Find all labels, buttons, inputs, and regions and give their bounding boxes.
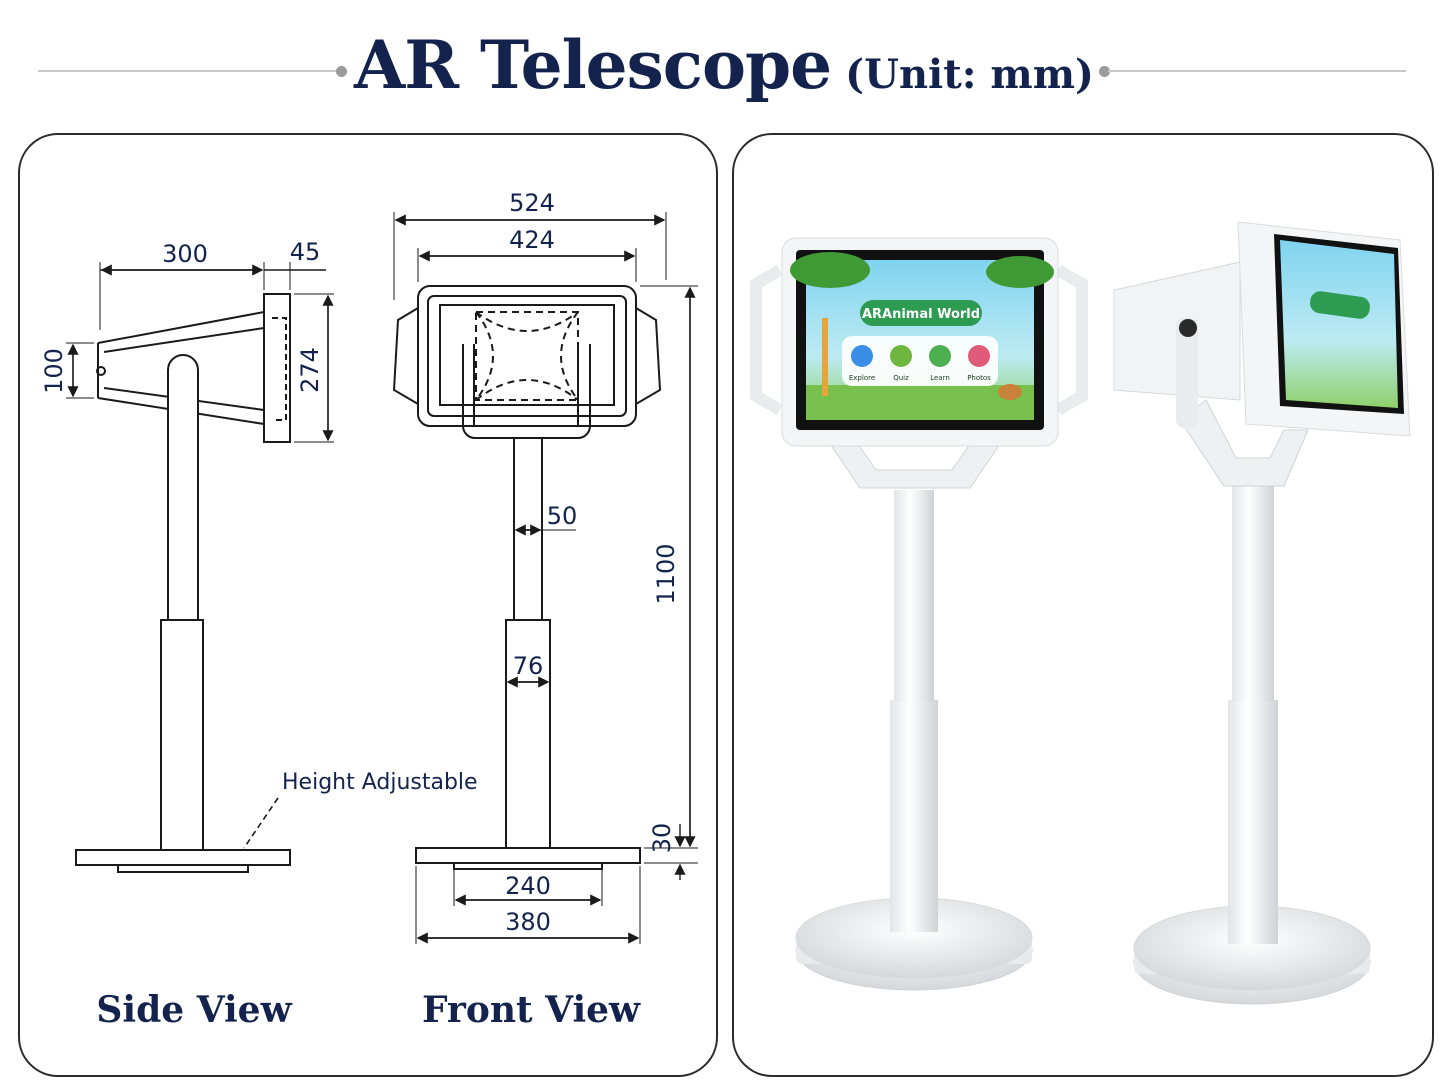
- giraffe-illustration: [822, 318, 828, 396]
- side-view-drawing: [66, 262, 334, 873]
- angled-unit-render: [1113, 221, 1411, 1005]
- header: AR Telescope (Unit: mm): [0, 0, 1448, 130]
- front-view-drawing: [392, 212, 698, 944]
- title-rule-left: [38, 70, 338, 72]
- title-text: AR Telescope: [354, 26, 832, 104]
- dim-total-height: 1100: [652, 543, 680, 604]
- dim-mount-height: 100: [40, 348, 68, 394]
- icon-label-explore: Explore: [849, 374, 875, 382]
- screen-app-title: ARAnimal World: [862, 307, 980, 322]
- dim-base-thickness: 30: [648, 823, 676, 854]
- dim-outer-width: 524: [509, 189, 555, 217]
- dim-arm-length: 300: [162, 240, 208, 268]
- page-title: AR Telescope (Unit: mm): [0, 26, 1448, 104]
- icon-label-learn: Learn: [930, 374, 950, 382]
- title-dot-left: [336, 66, 347, 77]
- camera-icon: [968, 345, 990, 367]
- dim-screen-depth: 45: [290, 238, 321, 266]
- search-icon: [851, 345, 873, 367]
- dim-screen-height: 274: [296, 347, 324, 393]
- title-dot-right: [1099, 66, 1110, 77]
- dim-inner-width: 424: [509, 226, 555, 254]
- drawing-panel: [18, 133, 718, 1077]
- deer-illustration: [998, 384, 1022, 400]
- gamepad-icon: [929, 345, 951, 367]
- title-rule-right: [1108, 70, 1406, 72]
- dim-base-inner: 240: [505, 872, 551, 900]
- icon-label-quiz: Quiz: [893, 374, 909, 382]
- front-view-title: Front View: [422, 989, 641, 1031]
- height-adjustable-note: Height Adjustable: [282, 770, 478, 795]
- front-unit-render: ARAnimal World Explore Quiz Learn Photos: [750, 237, 1088, 991]
- dim-pole-lower: 76: [513, 652, 544, 680]
- icon-label-photos: Photos: [967, 374, 991, 382]
- book-icon: [890, 345, 912, 367]
- side-view-title: Side View: [96, 989, 292, 1031]
- unit-label: (Unit: mm): [845, 51, 1094, 98]
- dim-base-outer: 380: [505, 908, 551, 936]
- dim-pole-upper: 50: [547, 502, 578, 530]
